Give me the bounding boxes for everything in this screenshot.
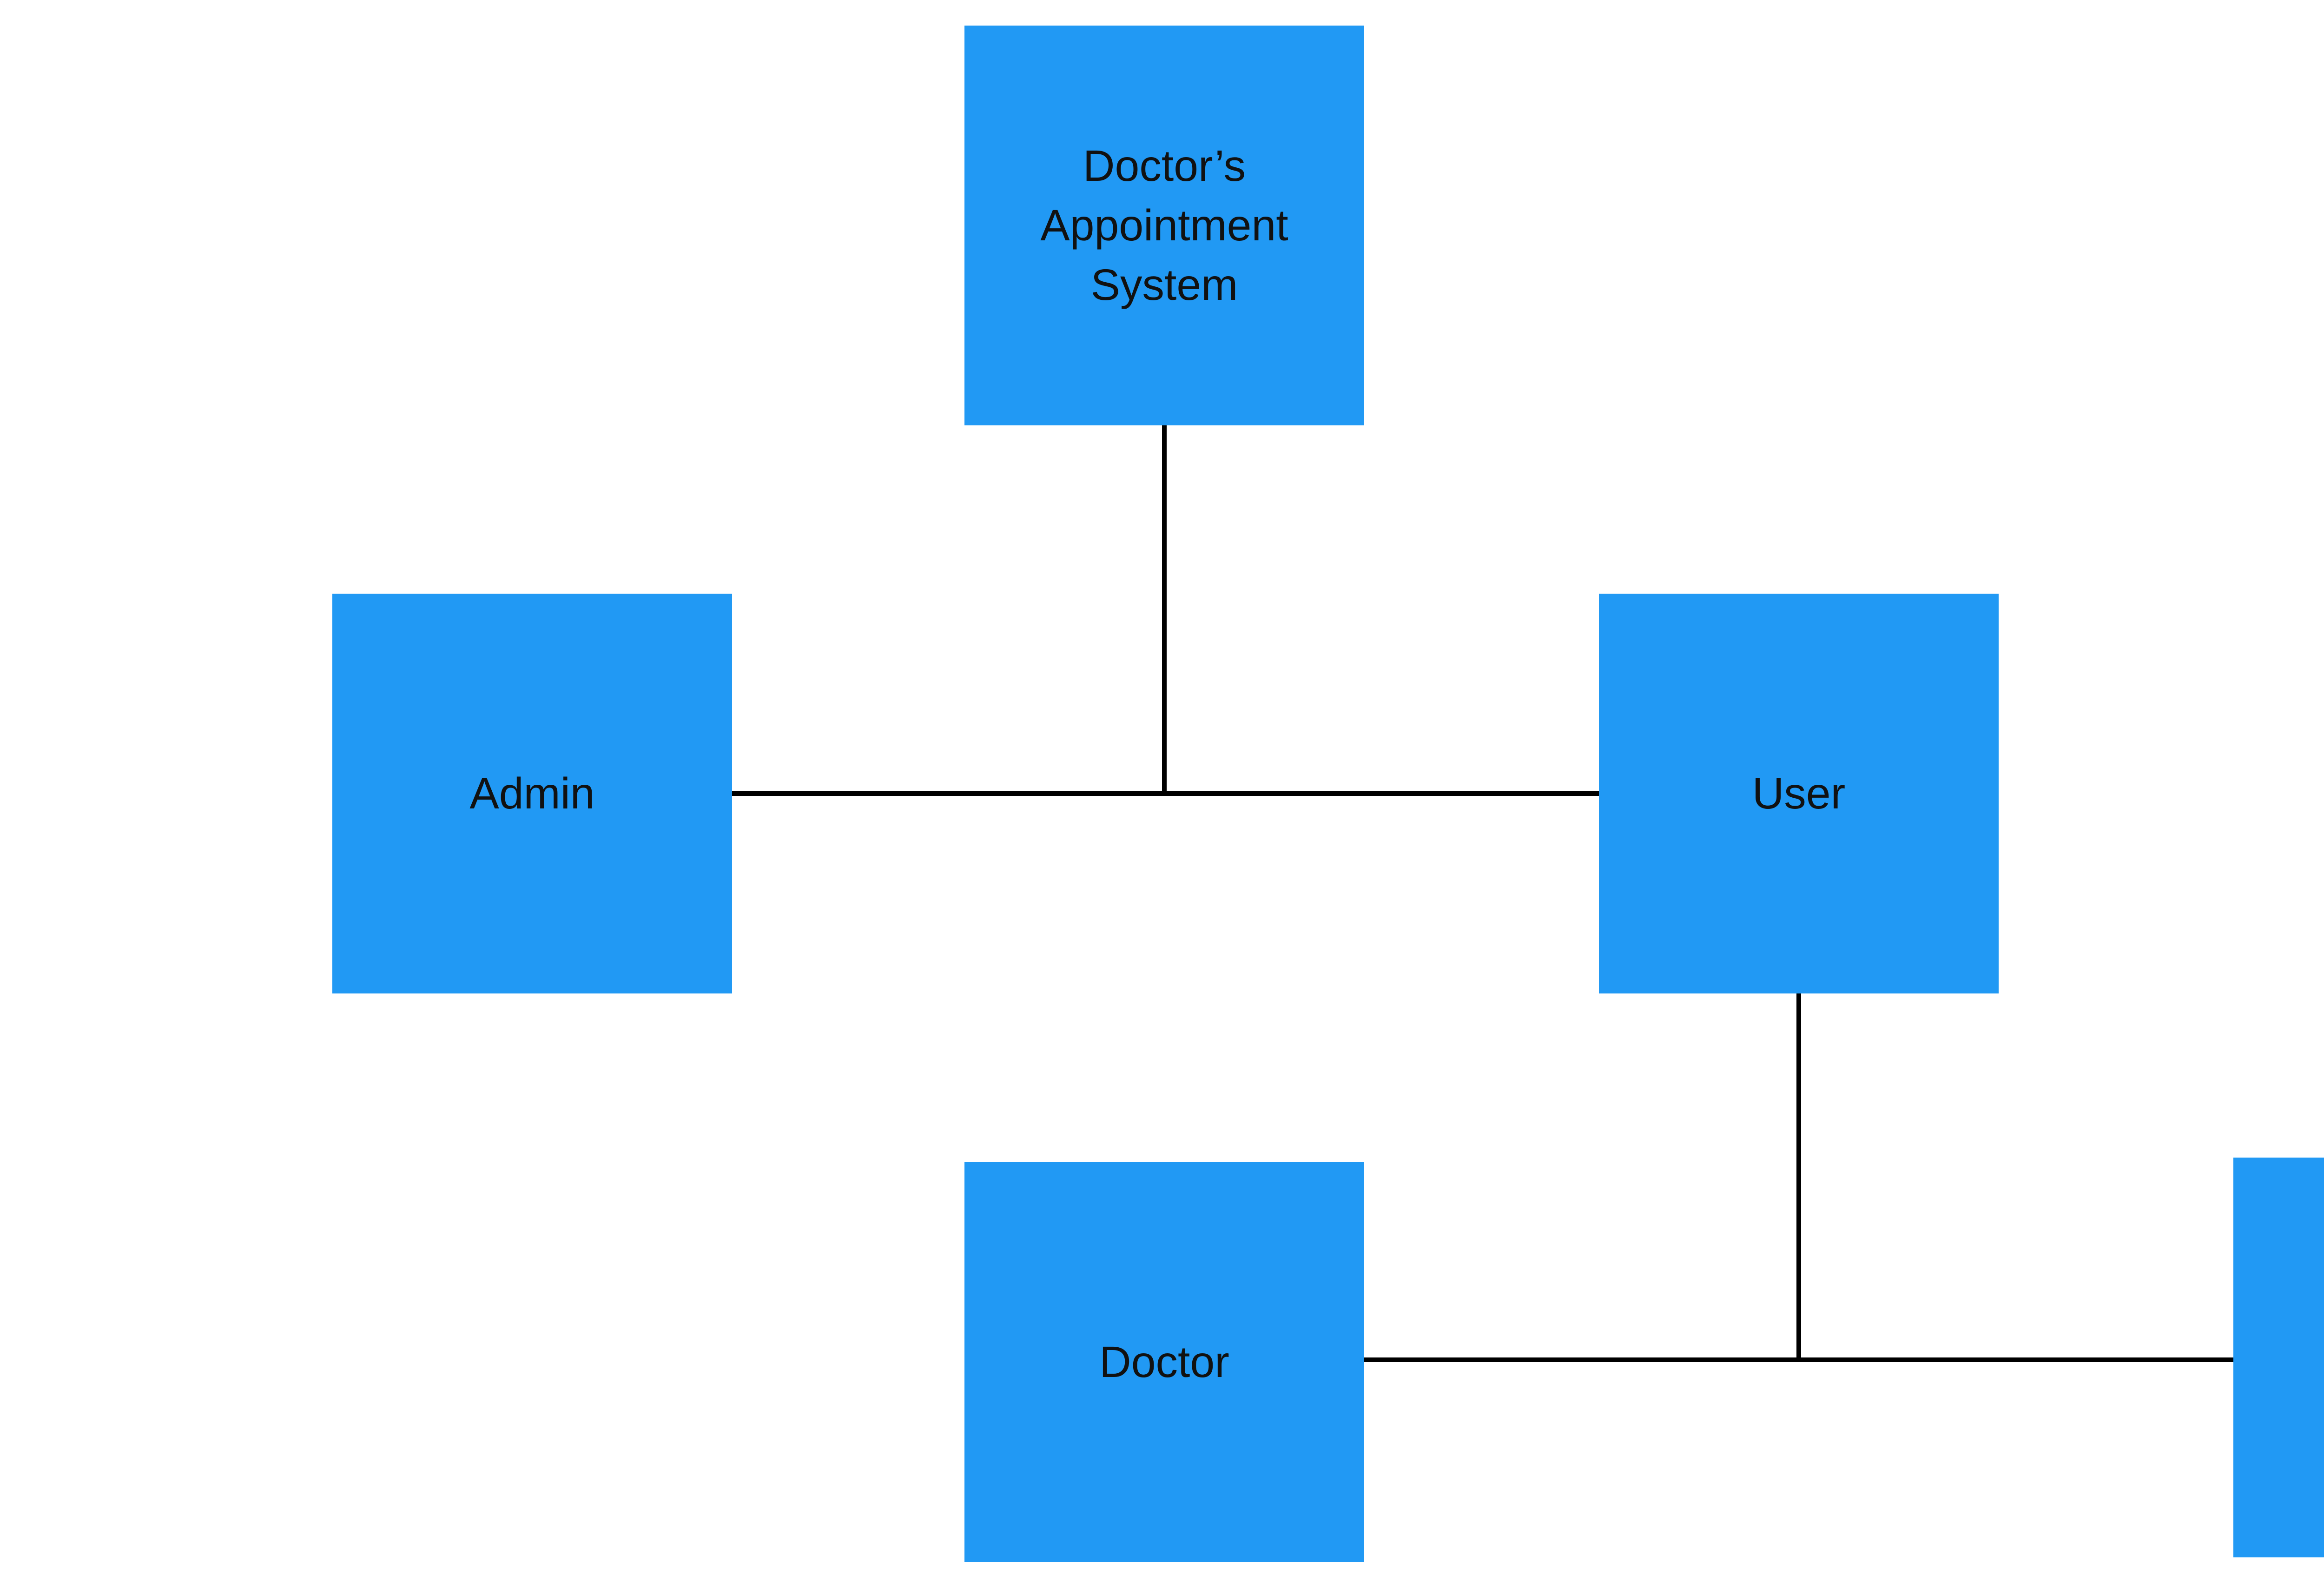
connector-doctor-to-patient [1364,1357,2233,1362]
node-label: Doctor’s Appointment System [1040,141,1288,310]
node-doctor[interactable]: Doctor [964,1162,1364,1562]
node-doctors-appointment-system[interactable]: Doctor’s Appointment System [964,26,1364,425]
node-label: Admin [469,768,595,818]
node-patient[interactable]: Patient [2233,1158,2324,1557]
connector-system-to-admin-user-line [1162,425,1167,796]
connector-user-to-doctor-patient-line [1796,993,1801,1362]
node-label: Doctor [1099,1337,1229,1387]
connector-admin-to-user [732,791,1599,796]
node-label: User [1752,768,1846,818]
node-admin[interactable]: Admin [332,594,732,993]
node-user[interactable]: User [1599,594,1999,993]
